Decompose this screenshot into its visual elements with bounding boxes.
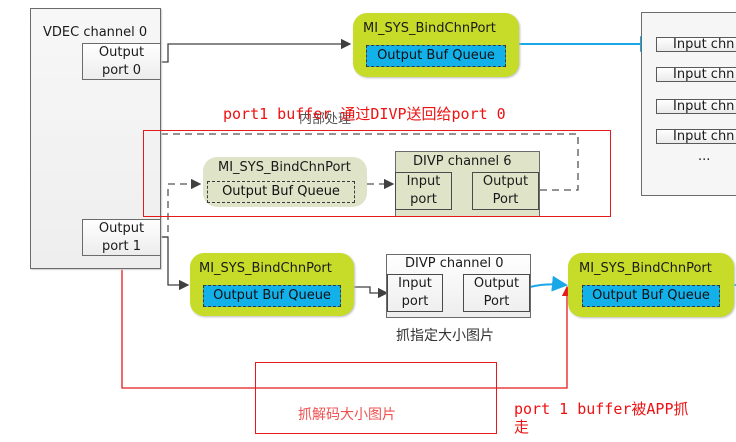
bind-inner-output-buf-queue[interactable]: Output Buf Queue [207, 181, 355, 203]
divp6-input-line2: port [410, 192, 437, 207]
divp6-input-port[interactable]: Input port [395, 172, 452, 210]
divp0-caption: 抓指定大小图片 [396, 328, 494, 344]
arrow-divp0-to-right-bind [529, 275, 568, 292]
annotation-app-grab-line1: port 1 buffer被APP抓 [514, 400, 689, 418]
divp-channel-0[interactable] [386, 254, 531, 318]
input-chn-ellipsis: ... [698, 149, 711, 164]
bind-mid-output-buf-queue[interactable]: Output Buf Queue [203, 285, 341, 307]
highlight-box-internal [143, 130, 611, 217]
input-chn-2[interactable]: Input chn [656, 67, 736, 82]
divp0-input-port[interactable]: Input port [387, 274, 443, 312]
divp0-input-line1: Input [398, 276, 432, 291]
annotation-port1-return: port1 buffer 通过DIVP送回给port 0 [223, 105, 506, 123]
divp0-output-line1: Output [473, 276, 520, 291]
divp6-title: DIVP channel 6 [413, 154, 512, 169]
port0-label-line2: port 0 [101, 63, 142, 78]
divp0-output-line2: Port [483, 294, 510, 309]
decode-size-label: 抓解码大小图片 [298, 407, 396, 423]
vdec-output-port-0[interactable]: Output port 0 [82, 43, 161, 80]
annotation-app-grab-line2: 走 [514, 418, 530, 436]
vdec-title: VDEC channel 0 [43, 25, 148, 40]
divp0-output-port[interactable]: Output Port [463, 274, 530, 312]
port1-label-line2: port 1 [101, 239, 142, 254]
divp6-output-line1: Output [482, 174, 529, 189]
bind-right-title: MI_SYS_BindChnPort [579, 261, 712, 276]
red-path-port1-to-app [121, 256, 573, 389]
vdec-output-port-1[interactable]: Output port 1 [82, 219, 161, 256]
bind-top-output-buf-queue[interactable]: Output Buf Queue [366, 45, 506, 67]
port0-label-line1: Output [98, 45, 145, 60]
divp0-title: DIVP channel 0 [405, 256, 504, 271]
bind-inner-title: MI_SYS_BindChnPort [218, 160, 351, 175]
highlight-box-decode-size [255, 362, 497, 434]
divp6-output-port[interactable]: Output Port [472, 172, 539, 210]
input-chn-4[interactable]: Input chn [656, 129, 736, 144]
input-chn-1[interactable]: Input chn [656, 37, 736, 52]
divp6-output-line2: Port [492, 192, 519, 207]
divp6-input-line1: Input [406, 174, 441, 189]
bind-right-output-buf-queue[interactable]: Output Buf Queue [582, 285, 720, 307]
bind-top-title: MI_SYS_BindChnPort [363, 21, 496, 36]
bind-mid-title: MI_SYS_BindChnPort [199, 261, 332, 276]
arrow-mid-bind-to-divp0 [353, 286, 389, 299]
divp-channel-6[interactable] [395, 151, 540, 217]
arrow-port1-to-mid-bind [161, 236, 190, 291]
arrow-port0-to-bind [161, 38, 352, 63]
port1-label-line1: Output [98, 221, 145, 236]
internal-processing-label: 内部处理 [299, 112, 352, 127]
divp0-input-line2: port [401, 294, 429, 309]
input-chn-3[interactable]: Input chn [656, 99, 736, 114]
